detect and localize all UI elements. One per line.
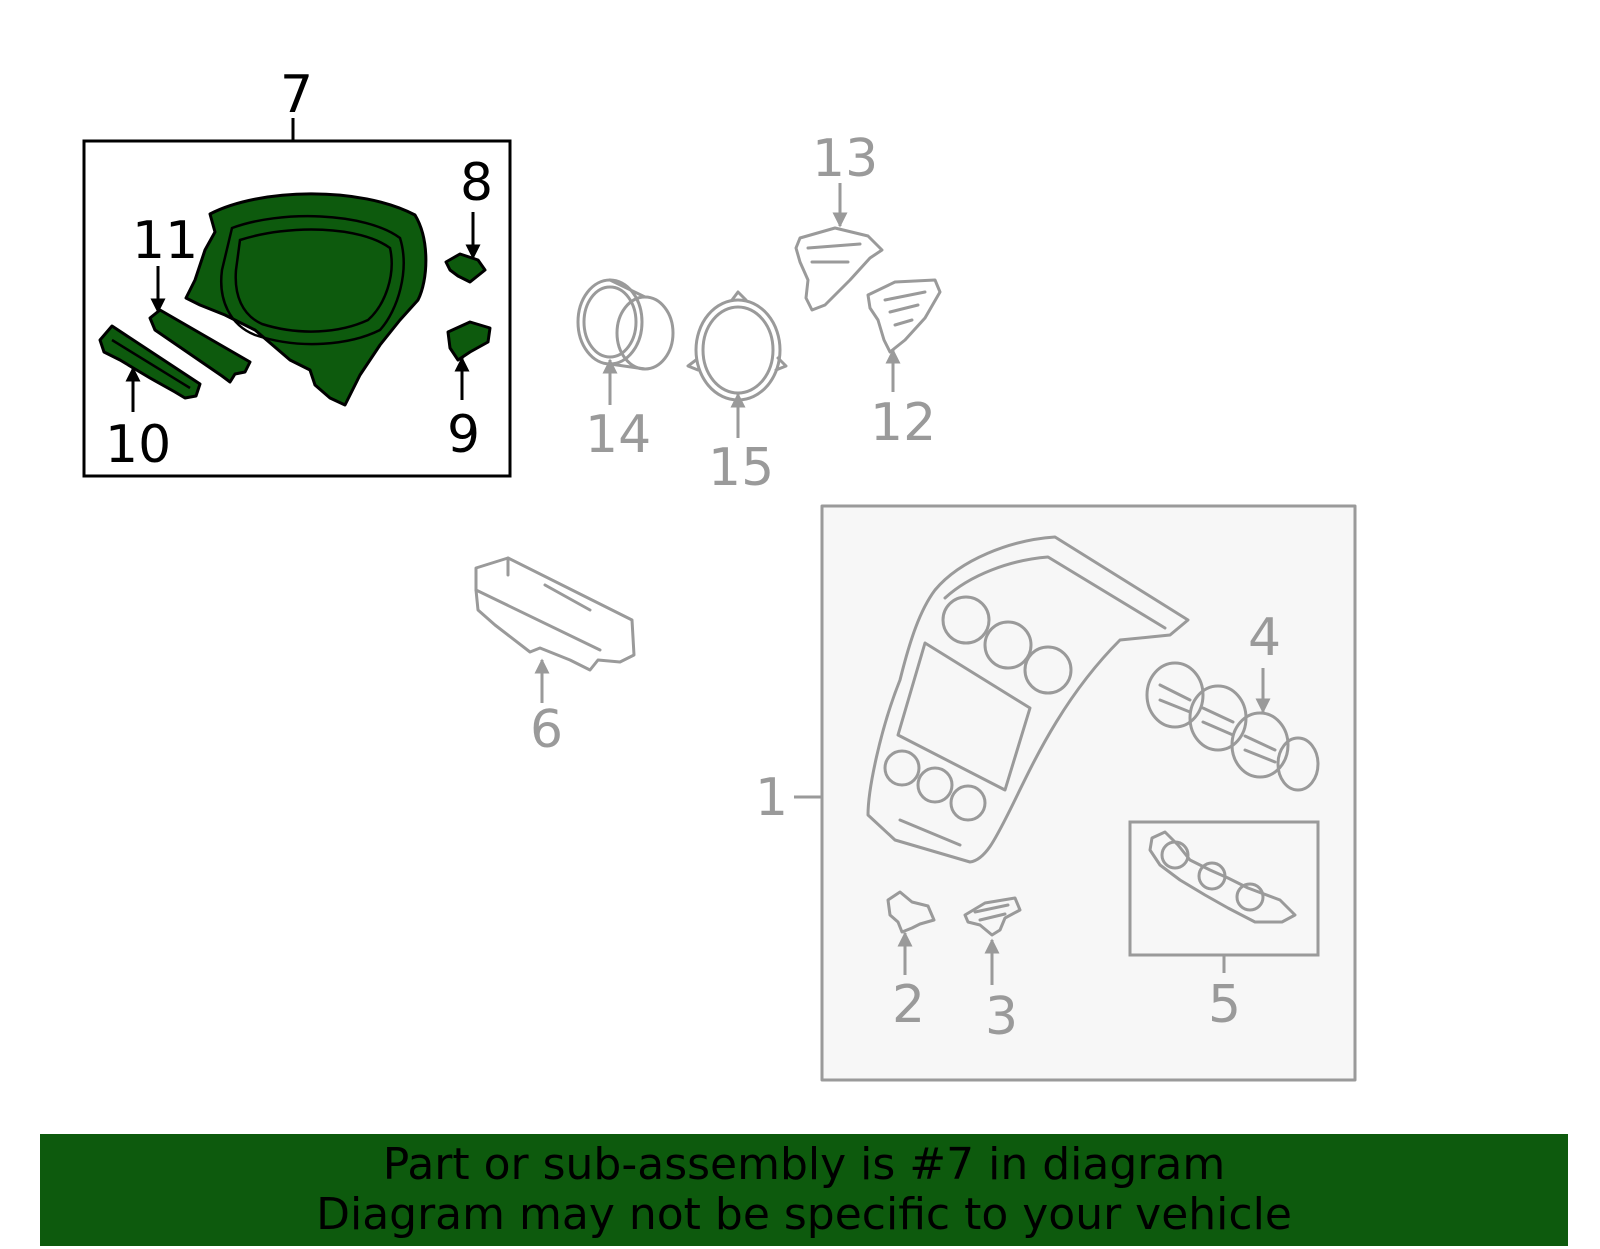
vent-bezel-5[interactable] — [1148, 830, 1297, 924]
callout-14: 14 — [585, 405, 651, 465]
callout-2: 2 — [892, 975, 925, 1035]
trim-piece-12[interactable] — [866, 278, 942, 354]
bracket-9[interactable] — [446, 320, 492, 362]
instrument-cluster-hood[interactable] — [184, 192, 428, 407]
callout-12: 12 — [870, 393, 936, 453]
switch-bracket-6[interactable] — [474, 556, 636, 672]
banner-line-2: Diagram may not be specific to your vehi… — [316, 1189, 1292, 1240]
trim-piece-13[interactable] — [794, 226, 884, 312]
info-banner: Part or sub-assembly is #7 in diagram Di… — [40, 1134, 1568, 1246]
callout-9: 9 — [447, 405, 480, 465]
lower-bezel-10[interactable] — [98, 324, 202, 400]
clip-3[interactable] — [963, 896, 1022, 937]
clip-2[interactable] — [886, 890, 936, 934]
banner-background — [40, 1134, 1568, 1246]
gauge-ring-15[interactable] — [686, 290, 788, 402]
banner-line-1: Part or sub-assembly is #7 in diagram — [382, 1139, 1226, 1190]
callout-8: 8 — [460, 153, 493, 213]
callout-11: 11 — [132, 211, 198, 271]
callout-4: 4 — [1248, 608, 1281, 668]
sub-box-5 — [1128, 820, 1320, 957]
assembly-7-group: 7 8 9 10 11 — [82, 65, 512, 478]
callout-10: 10 — [105, 415, 171, 475]
assembly-1-box — [820, 504, 1357, 1082]
callout-13: 13 — [812, 129, 878, 189]
assembly-1-group: 1 4 — [755, 504, 1357, 1082]
callout-7: 7 — [280, 65, 313, 125]
trim-strip-11[interactable] — [148, 308, 252, 384]
center-console-panel[interactable] — [866, 535, 1190, 864]
gauge-ring-14[interactable] — [576, 278, 675, 371]
callout-15: 15 — [708, 438, 774, 498]
callout-5: 5 — [1208, 975, 1241, 1035]
callout-3: 3 — [985, 987, 1018, 1047]
clip-8[interactable] — [444, 252, 487, 284]
callout-1: 1 — [755, 768, 788, 828]
callout-6: 6 — [530, 700, 563, 760]
